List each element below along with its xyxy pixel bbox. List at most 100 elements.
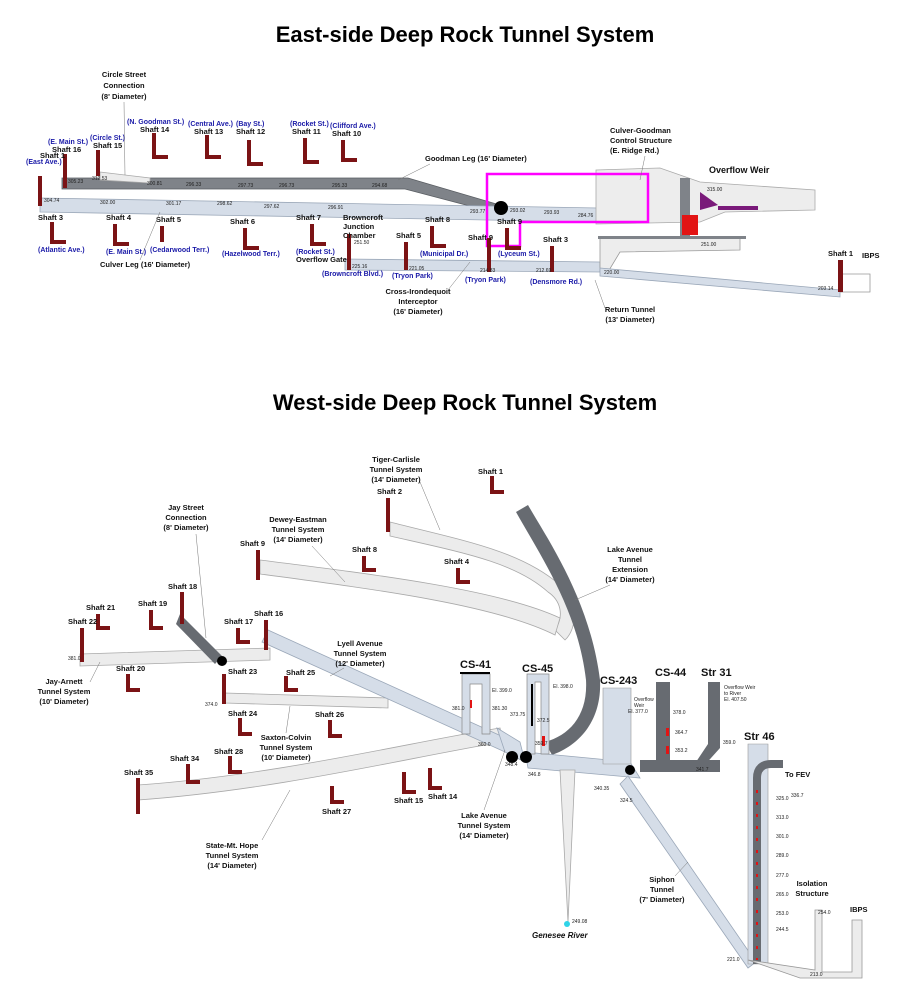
svg-text:Saxton-Colvin: Saxton-Colvin: [261, 733, 312, 742]
state-lead: [261, 789, 291, 841]
east-b-shaft-7: Shaft 7: [296, 213, 321, 222]
cs-41-structure: [461, 673, 491, 735]
svg-text:Shaft 17: Shaft 17: [224, 617, 253, 626]
east-b-shaft-3b: Shaft 3: [543, 235, 568, 244]
svg-text:213.0: 213.0: [810, 972, 823, 978]
svg-text:324.5: 324.5: [620, 798, 633, 804]
east-b-street-8: (Municipal Dr.): [420, 251, 468, 258]
goodman-lead: [397, 163, 431, 181]
control-structure-label: Culver-Goodman Control Structure (E. Rid…: [610, 126, 672, 155]
shaft-6-bottom: [243, 228, 259, 250]
culver-leg-label: Culver Leg (16' Diameter): [100, 260, 191, 269]
siphon-tunnel: [619, 775, 757, 969]
cs-44-red1: [666, 728, 669, 736]
east-shaft-10-street: (Clifford Ave.): [330, 123, 376, 130]
east-shaft-1-label: Shaft 1: [40, 151, 65, 160]
str-46-label: Str 46: [744, 731, 775, 743]
shaft-5-bottom: [160, 226, 164, 242]
ibps-west-label: IBPS: [850, 905, 868, 914]
return-top-wall: [598, 236, 746, 239]
lake-ext-label: Lake Avenue Tunnel Extension (14' Diamet…: [605, 545, 655, 584]
svg-text:Shaft 35: Shaft 35: [124, 768, 153, 777]
siphon-lead: [674, 861, 689, 877]
cs-41-red: [470, 700, 472, 708]
cs-41-label: CS-41: [460, 659, 491, 671]
overflow-weir1-label: Overflow Weir El. 377.0: [628, 697, 654, 715]
isolation-ibps: [747, 909, 863, 979]
east-shaft-1-street: (East Ave.): [26, 159, 62, 166]
jay-arnett-label: Jay-Arnett Tunnel System (10' Diameter): [38, 677, 91, 706]
svg-text:Shaft 25: Shaft 25: [286, 668, 315, 677]
east-b-shaft-9: Shaft 9: [497, 217, 522, 226]
svg-text:293.02: 293.02: [510, 208, 526, 214]
shaft-1-ibps: [838, 260, 843, 292]
svg-text:Weir: Weir: [634, 703, 645, 709]
svg-text:(10' Diameter): (10' Diameter): [39, 697, 89, 706]
svg-text:Tunnel System: Tunnel System: [370, 465, 423, 474]
east-bottom-shafts: [50, 222, 843, 292]
svg-text:372.5: 372.5: [537, 718, 550, 724]
svg-text:Tunnel System: Tunnel System: [38, 687, 91, 696]
shaft-14-top: [152, 133, 168, 159]
junction-dot-2: [520, 751, 532, 763]
svg-text:225.16: 225.16: [352, 264, 368, 270]
cs-45-red: [542, 736, 545, 746]
svg-text:(14' Diameter): (14' Diameter): [371, 475, 421, 484]
svg-text:301.0: 301.0: [776, 834, 789, 840]
shaft-16-top: [63, 154, 67, 188]
shaft-3-bottom: [50, 222, 66, 244]
goodman-leg-label: Goodman Leg (16' Diameter): [425, 154, 527, 163]
shaft-8b-bottom: [404, 242, 408, 270]
svg-text:293.77: 293.77: [470, 209, 486, 215]
svg-text:293.93: 293.93: [544, 210, 560, 216]
svg-text:302.00: 302.00: [100, 200, 116, 206]
svg-text:Shaft 21: Shaft 21: [86, 603, 115, 612]
state-label: State-Mt. Hope Tunnel System (14' Diamet…: [206, 841, 259, 870]
east-shaft-11-street: (Rocket St.): [290, 121, 329, 128]
svg-text:381.0: 381.0: [68, 656, 81, 662]
svg-text:Tunnel: Tunnel: [650, 885, 674, 894]
svg-text:Overflow Weir: Overflow Weir: [724, 685, 756, 691]
svg-text:Extension: Extension: [612, 565, 648, 574]
shaft-9-bottom: [505, 228, 521, 250]
svg-text:297.73: 297.73: [238, 183, 254, 189]
svg-text:304.74: 304.74: [44, 198, 60, 204]
cross-lead: [447, 261, 471, 291]
ibps-east-label: IBPS: [862, 251, 880, 260]
jay-conn-lead: [195, 533, 207, 639]
svg-text:El. 377.0: El. 377.0: [628, 709, 648, 715]
svg-text:249.08: 249.08: [572, 919, 588, 925]
svg-text:Shaft 14: Shaft 14: [428, 792, 458, 801]
shaft-1-top: [38, 176, 42, 206]
w-shaft-24: [238, 718, 252, 736]
w-shaft-2: [386, 498, 390, 532]
shaft-13-top: [205, 135, 221, 159]
saxton-lead: [285, 705, 291, 734]
svg-text:Cross-Irondequoit: Cross-Irondequoit: [386, 287, 452, 296]
cs-45-label: CS-45: [522, 663, 553, 675]
river-outlet: [564, 921, 570, 927]
w-shaft-20: [126, 674, 140, 692]
east-b-shaft-8: Shaft 8: [425, 215, 450, 224]
east-b-street-6: (Hazelwood Terr.): [222, 251, 280, 258]
svg-text:Shaft 8: Shaft 8: [352, 545, 377, 554]
east-shaft-16-label: Shaft 16: [52, 145, 81, 154]
svg-text:(16' Diameter): (16' Diameter): [393, 307, 443, 316]
overflow-weir2-label: Overflow Weir to River El. 407.50: [724, 685, 756, 703]
svg-text:Shaft 16: Shaft 16: [254, 609, 283, 618]
junction-dot-jay: [217, 656, 227, 666]
w-shaft-26: [328, 720, 342, 738]
east-shaft-13-street: (Central Ave.): [188, 121, 233, 128]
svg-text:284.76: 284.76: [578, 213, 594, 219]
svg-text:Interceptor: Interceptor: [398, 297, 437, 306]
svg-text:Shaft 1: Shaft 1: [478, 467, 503, 476]
svg-text:251.50: 251.50: [354, 240, 370, 246]
east-shaft-10-label: Shaft 10: [332, 129, 361, 138]
east-b-street-5b: (Browncroft Blvd.): [322, 271, 383, 278]
isolation-label: Isolation Structure: [795, 879, 828, 898]
shaft-11-top: [303, 138, 319, 164]
east-b-street-8b: (Tryon Park): [392, 273, 433, 280]
svg-text:(14' Diameter): (14' Diameter): [273, 535, 323, 544]
tiger-lead: [419, 481, 441, 531]
dewey-label: Dewey-Eastman Tunnel System (14' Diamete…: [269, 515, 327, 544]
